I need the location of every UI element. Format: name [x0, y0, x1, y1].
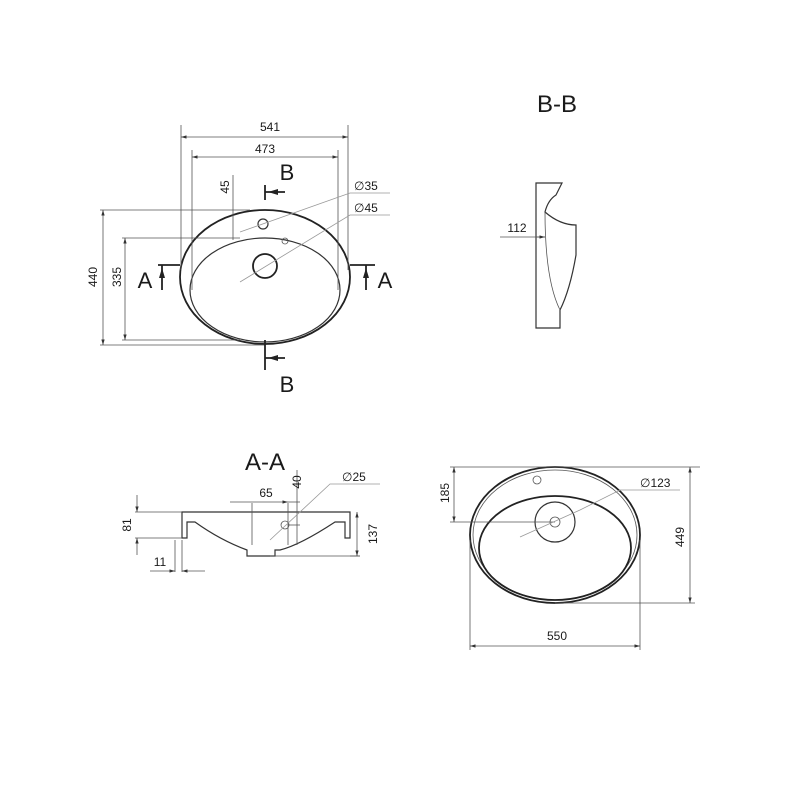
section-label-a-right: A	[378, 268, 393, 293]
section-bb-title: B-B	[537, 91, 577, 118]
dim-81: 81	[120, 518, 134, 532]
dim-45: 45	[218, 180, 232, 194]
tap-hole	[257, 218, 269, 230]
section-label-b-bottom: B	[280, 372, 295, 397]
dim-tap-hole: ∅35	[354, 179, 378, 193]
dim-drain-123: ∅123	[640, 476, 671, 490]
dim-473: 473	[255, 142, 275, 156]
section-aa: A-A 81 137 11 65 40 ∅25	[120, 449, 380, 573]
dim-335: 335	[110, 267, 124, 287]
overflow-hole	[281, 237, 289, 245]
dim-185: 185	[438, 483, 452, 503]
section-aa-profile	[181, 511, 351, 557]
dim-40: 40	[290, 475, 304, 489]
section-label-a-left: A	[138, 268, 153, 293]
section-bb: B-B 112	[500, 91, 577, 329]
drain-hole	[252, 253, 278, 279]
bottom-outer-rim	[469, 466, 641, 604]
dim-137: 137	[366, 524, 380, 544]
dim-11: 11	[154, 555, 167, 569]
bottom-inner-bowl	[478, 495, 632, 601]
section-bb-profile	[535, 182, 577, 329]
dim-541: 541	[260, 120, 280, 134]
dim-drain-hole: ∅45	[354, 201, 378, 215]
dim-440: 440	[86, 267, 100, 287]
bottom-view: 185 449 550 ∅123	[438, 466, 700, 650]
section-aa-title: A-A	[245, 449, 285, 476]
dim-449: 449	[673, 527, 687, 547]
section-label-b-top: B	[280, 160, 295, 185]
dim-550: 550	[547, 629, 567, 643]
bottom-tap-hole	[532, 475, 542, 485]
dim-112: 112	[507, 221, 526, 235]
top-view: 541 473 440 335 45 ∅35 ∅45 B B A A	[86, 120, 393, 397]
dim-drain-25: ∅25	[342, 470, 366, 484]
dim-65: 65	[259, 486, 273, 500]
